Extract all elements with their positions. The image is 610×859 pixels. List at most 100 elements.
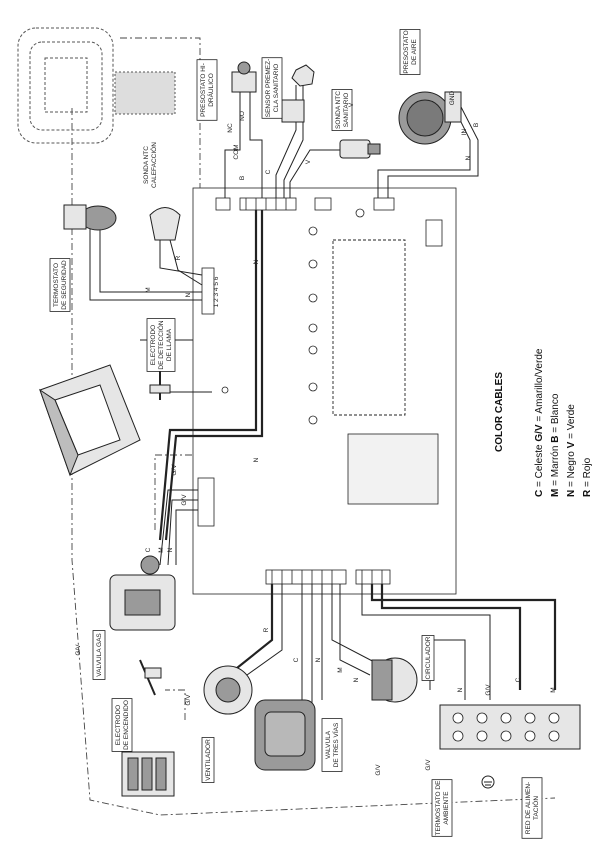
wire-color-letter: M [158, 547, 165, 552]
label-line: VALVULA [325, 730, 332, 759]
wire-color-letter: N [465, 155, 472, 160]
legend-line: M = Marrón B = Blanco [550, 393, 561, 497]
label-line: CALEFACCIÓN [149, 142, 158, 188]
valvula-gas-component [109, 555, 176, 631]
wire-color-letter: N [185, 292, 192, 297]
wire-color-letter: G/V [375, 764, 382, 776]
label-line: RED DE ALIMEN- [525, 782, 532, 834]
terminal-label-in: IN [461, 128, 468, 135]
control-panel-sketch [17, 27, 176, 144]
label-line: TERMOSTATO [53, 263, 60, 307]
electrodo-encendido-component [139, 659, 162, 696]
control-board [192, 187, 457, 595]
legend-line: R = Rojo [582, 457, 593, 497]
wire-color-letter: G/V [185, 694, 192, 706]
wire-color-letter: N [253, 457, 260, 462]
legend-line: N = Negro V = Verde [566, 404, 577, 497]
terminal-label-pins: 1 2 3 4 5 6 [213, 276, 220, 307]
label-line: DRÁULICO [206, 73, 215, 107]
ventilador-component [203, 665, 253, 715]
sensor-premezcla-component [281, 64, 315, 123]
legend-title: COLOR CABLES [494, 372, 505, 452]
label-line: SANITARIO [343, 93, 350, 128]
wire-color-letter: C [145, 547, 152, 552]
terminal-block-left [121, 751, 175, 797]
wire-color-letter: N [167, 547, 174, 552]
wire-color-letter: N [253, 259, 260, 264]
terminal-label-com: COM [233, 144, 240, 159]
wiring [89, 85, 557, 710]
sonda-ntc-sanitario-component [339, 139, 381, 159]
presostato-hidraulico-component [231, 61, 257, 93]
wire-color-letter: G/V [485, 684, 492, 696]
sonda-ntc-calefaccion-component [149, 207, 181, 241]
label-line: SONDA NTC [143, 146, 150, 184]
termostato-seguridad-component [63, 204, 117, 231]
wire-color-letter: C [265, 169, 272, 174]
label-line: DE SEGURIDAD [61, 260, 68, 310]
wire-color-letter: B [473, 123, 480, 127]
earth-top [120, 37, 201, 188]
wire-color-letter: B [239, 176, 246, 180]
label-line: TACIÓN [531, 796, 540, 820]
wire-color-letter: R [175, 255, 182, 260]
presostato-aire-component [398, 91, 462, 145]
wire-color-letter: N [315, 657, 322, 662]
wire-color-letter: N [457, 687, 464, 692]
label-valvula-gas: VALVULA GAS [92, 630, 106, 680]
label-circulador: CIRCULADOR [421, 635, 435, 681]
electrodo-deteccion-component [149, 370, 171, 400]
label-line: DE DETECCIÓN [156, 320, 165, 369]
label-line: ELECTRODO [115, 705, 122, 745]
circulador-component [371, 657, 418, 703]
wire-color-letter: C [293, 657, 300, 662]
terminal-label-no: NO [239, 111, 246, 121]
label-line: DE LLAMA [166, 328, 173, 361]
wire-color-letter: N [353, 677, 360, 682]
wire-color-letter: V [305, 159, 312, 164]
label-line: CLA SANITARIO [273, 64, 280, 113]
wire-color-letter: M [337, 667, 344, 672]
wire-color-letter: G/V [425, 759, 432, 771]
earth-branch-electrode [165, 689, 186, 720]
label-line: SENSOR PREMEZ- [265, 59, 272, 118]
wire-color-letter: G/V [181, 494, 188, 506]
label-line: ELECTRODO [150, 325, 157, 365]
label-line: VENTILADOR [205, 739, 212, 781]
label-line: SONDA NTC [335, 91, 342, 129]
color-legend: COLOR CABLES C = Celeste G/V = Amarillo/… [494, 348, 593, 497]
label-red-alimentacion: RED DE ALIMEN-TACIÓN [521, 777, 543, 839]
label-ventilador: VENTILADOR [201, 737, 215, 783]
label-line: VALVULA GAS [96, 633, 103, 677]
earth-branch-board [154, 454, 193, 530]
wire-color-letter: V [348, 102, 355, 107]
label-line: PRESOSTATO HI- [200, 63, 207, 117]
label-line: AMBIENTE [443, 791, 450, 825]
wire-color-letter: G/V [171, 464, 178, 476]
label-line: CIRCULADOR [425, 636, 432, 679]
label-line: TERMOSTATO DE [435, 780, 442, 836]
power-terminal-block [439, 704, 581, 789]
legend-line: C = Celeste G/V = Amarillo/Verde [534, 348, 545, 497]
label-sensor-premezcla: SENSOR PREMEZ-CLA SANITARIO [261, 57, 283, 119]
wire-color-letter: M [145, 287, 152, 292]
label-line: DE TRES VÍAS [331, 722, 340, 767]
wire-color-letter: R [263, 627, 270, 632]
label-line: DE AIRE [411, 39, 418, 65]
wire-color-letter: G/V [75, 644, 82, 656]
valvula-tres-vias-component [254, 699, 316, 771]
terminal-label-nc: NC [227, 123, 234, 133]
wire-color-letter: C [515, 677, 522, 682]
burner-bracket-component [39, 364, 141, 477]
label-line: DE ENCENDIDO [123, 700, 130, 750]
